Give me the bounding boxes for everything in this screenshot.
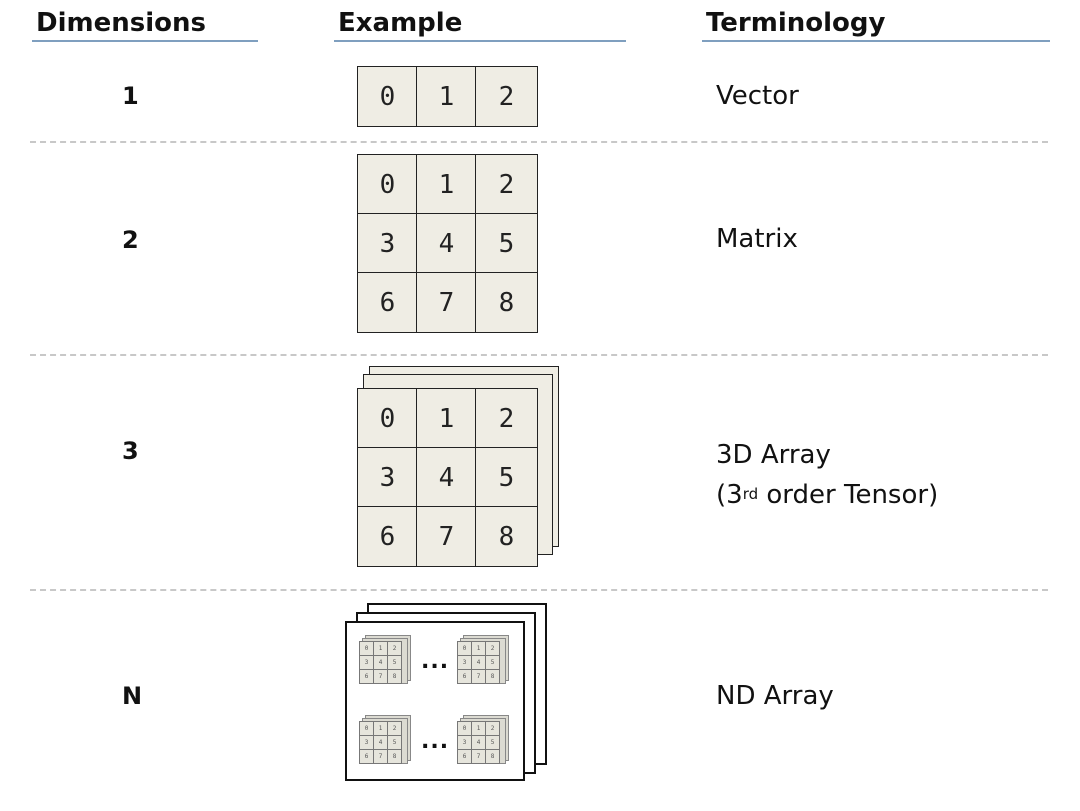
header-example: Example xyxy=(334,8,626,42)
mini-cell: 1 xyxy=(373,721,388,736)
mini-cell: 2 xyxy=(387,641,402,656)
mini-cell: 7 xyxy=(373,749,388,764)
mini-cell: 1 xyxy=(373,641,388,656)
mini-cell: 5 xyxy=(485,655,500,670)
cell: 2 xyxy=(475,154,538,215)
mini-cell: 8 xyxy=(387,749,402,764)
cell: 5 xyxy=(475,447,538,508)
mini-cell: 2 xyxy=(485,721,500,736)
mini-cell: 6 xyxy=(359,749,374,764)
mini-cell: 5 xyxy=(387,655,402,670)
mini-cell: 5 xyxy=(387,735,402,750)
separator xyxy=(30,141,1048,143)
mini-cell: 0 xyxy=(457,641,472,656)
mini-cell: 4 xyxy=(471,655,486,670)
mini-cell: 3 xyxy=(359,655,374,670)
mini-cell: 3 xyxy=(359,735,374,750)
mini-cell: 5 xyxy=(485,735,500,750)
mini-cell: 6 xyxy=(457,749,472,764)
cell: 8 xyxy=(475,506,538,567)
header-terminology: Terminology xyxy=(702,8,1050,42)
cell: 6 xyxy=(357,272,418,333)
cell: 3 xyxy=(357,447,418,508)
mini-cell: 2 xyxy=(387,721,402,736)
cell: 1 xyxy=(416,66,477,127)
terminology-3d-line1: 3D Array xyxy=(716,440,831,470)
tensor-rest: order Tensor) xyxy=(758,480,939,510)
terminology-3d-line2: (3rd order Tensor) xyxy=(716,475,938,518)
mini-cell: 8 xyxy=(387,669,402,684)
mini-cell: 6 xyxy=(457,669,472,684)
cell: 0 xyxy=(357,388,418,449)
mini-cell: 3 xyxy=(457,655,472,670)
header-dimensions: Dimensions xyxy=(32,8,258,42)
mini-cell: 7 xyxy=(471,669,486,684)
cell: 3 xyxy=(357,213,418,274)
terminology-3d-array: 3D Array (3rd order Tensor) xyxy=(716,435,938,518)
separator xyxy=(30,589,1048,591)
terminology-matrix: Matrix xyxy=(716,224,798,254)
mini-cell: 1 xyxy=(471,641,486,656)
terminology-vector: Vector xyxy=(716,81,799,111)
mini-cell: 8 xyxy=(485,749,500,764)
dimension-3: 3 xyxy=(122,437,139,465)
cell: 0 xyxy=(357,154,418,215)
mini-cell: 2 xyxy=(485,641,500,656)
terminology-nd-array: ND Array xyxy=(716,681,834,711)
mini-cell: 3 xyxy=(457,735,472,750)
mini-cell: 0 xyxy=(359,721,374,736)
cell: 7 xyxy=(416,272,477,333)
ellipsis: ... xyxy=(421,729,450,754)
cell: 8 xyxy=(475,272,538,333)
dimension-1: 1 xyxy=(122,82,139,110)
mini-cell: 6 xyxy=(359,669,374,684)
mini-cell: 0 xyxy=(457,721,472,736)
mini-cell: 7 xyxy=(373,669,388,684)
tensor-superscript: rd xyxy=(742,485,759,503)
separator xyxy=(30,354,1048,356)
ellipsis: ... xyxy=(421,649,450,674)
cell: 1 xyxy=(416,154,477,215)
cell: 6 xyxy=(357,506,418,567)
mini-cell: 4 xyxy=(373,735,388,750)
mini-cell: 7 xyxy=(471,749,486,764)
mini-cell: 8 xyxy=(485,669,500,684)
cell: 4 xyxy=(416,447,477,508)
cell: 2 xyxy=(475,388,538,449)
mini-cell: 0 xyxy=(359,641,374,656)
mini-cell: 4 xyxy=(471,735,486,750)
cell: 0 xyxy=(357,66,418,127)
dimension-2: 2 xyxy=(122,226,139,254)
mini-cell: 1 xyxy=(471,721,486,736)
cell: 5 xyxy=(475,213,538,274)
cell: 2 xyxy=(475,66,538,127)
cell: 7 xyxy=(416,506,477,567)
mini-cell: 4 xyxy=(373,655,388,670)
tensor-open: (3 xyxy=(716,480,743,510)
cell: 1 xyxy=(416,388,477,449)
cell: 4 xyxy=(416,213,477,274)
dimension-n: N xyxy=(122,682,143,710)
